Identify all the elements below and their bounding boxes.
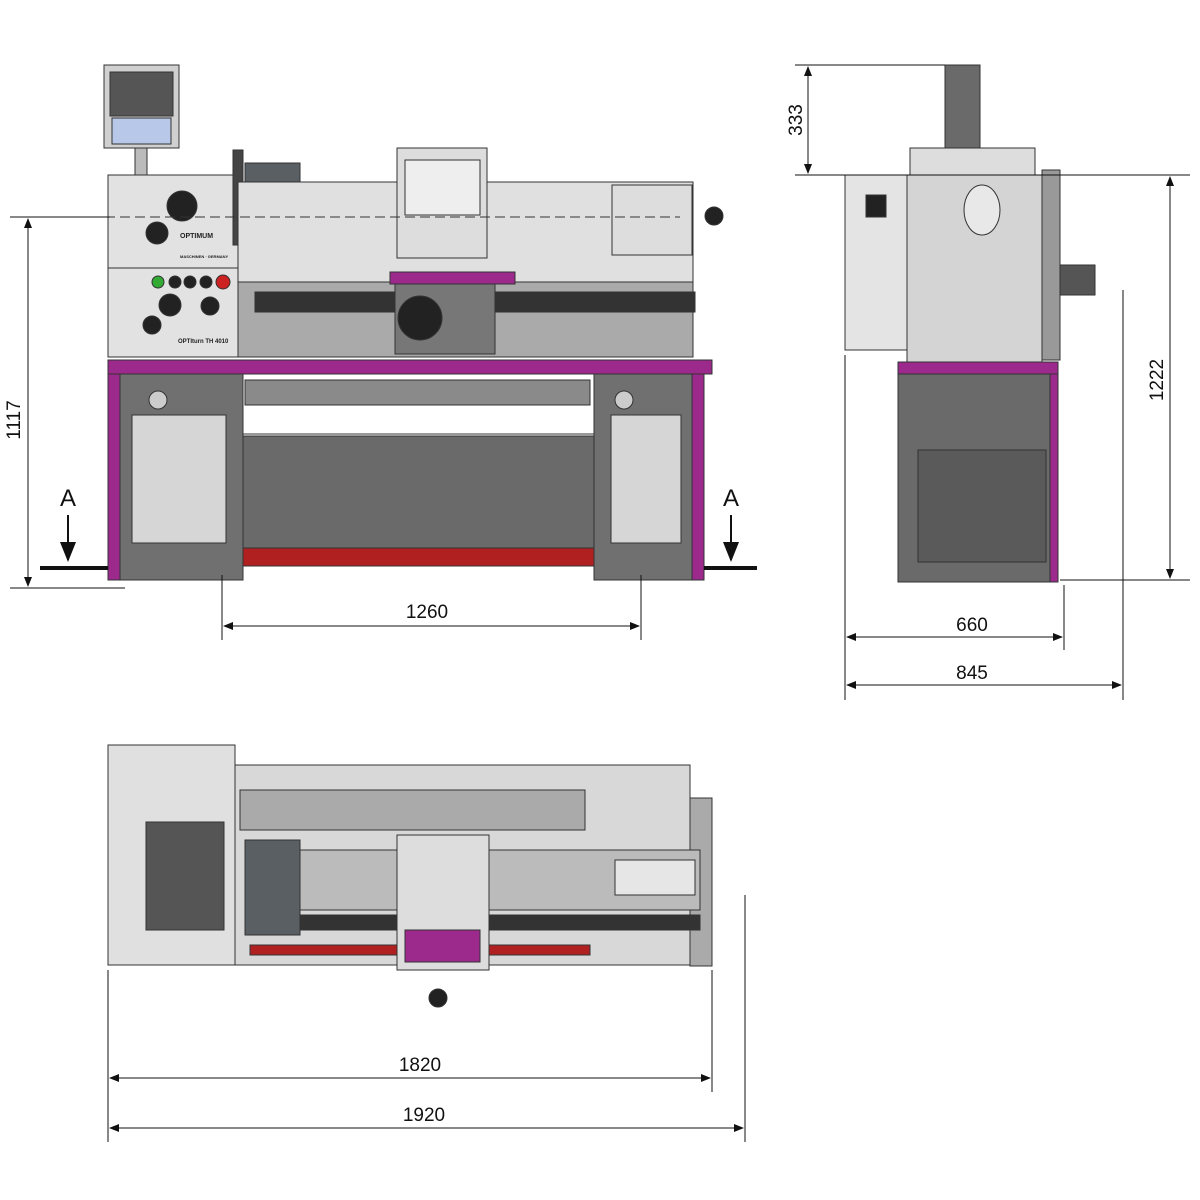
side-dimensions (795, 64, 1190, 700)
front-view: OPTIMUM MASCHINEN · GERMANY OPTIturn TH … (15, 64, 724, 581)
model-label: OPTIturn TH 4010 (178, 339, 229, 345)
brand-tagline: MASCHINEN · GERMANY (180, 254, 229, 259)
speed-dial (166, 190, 198, 222)
dim-bed-length: 1820 (399, 1055, 441, 1076)
dim-side-height: 1222 (1147, 359, 1168, 401)
dim-base-depth: 660 (956, 615, 988, 636)
brand-logo: OPTIMUM (180, 233, 213, 240)
section-marker-right: A (723, 485, 739, 512)
dim-feet-spacing: 1260 (406, 602, 448, 623)
section-marker-left: A (60, 485, 76, 512)
tailstock (611, 184, 693, 256)
top-view (107, 744, 713, 1008)
dim-top-extension: 333 (786, 104, 807, 136)
top-dimensions (107, 895, 746, 1142)
cabinet-top (107, 359, 713, 375)
dim-total-depth: 845 (956, 663, 988, 684)
dim-total-length: 1920 (403, 1105, 445, 1126)
front-dimensions (10, 216, 757, 640)
dim-front-height: 1117 (4, 400, 25, 439)
side-view (844, 64, 1096, 583)
